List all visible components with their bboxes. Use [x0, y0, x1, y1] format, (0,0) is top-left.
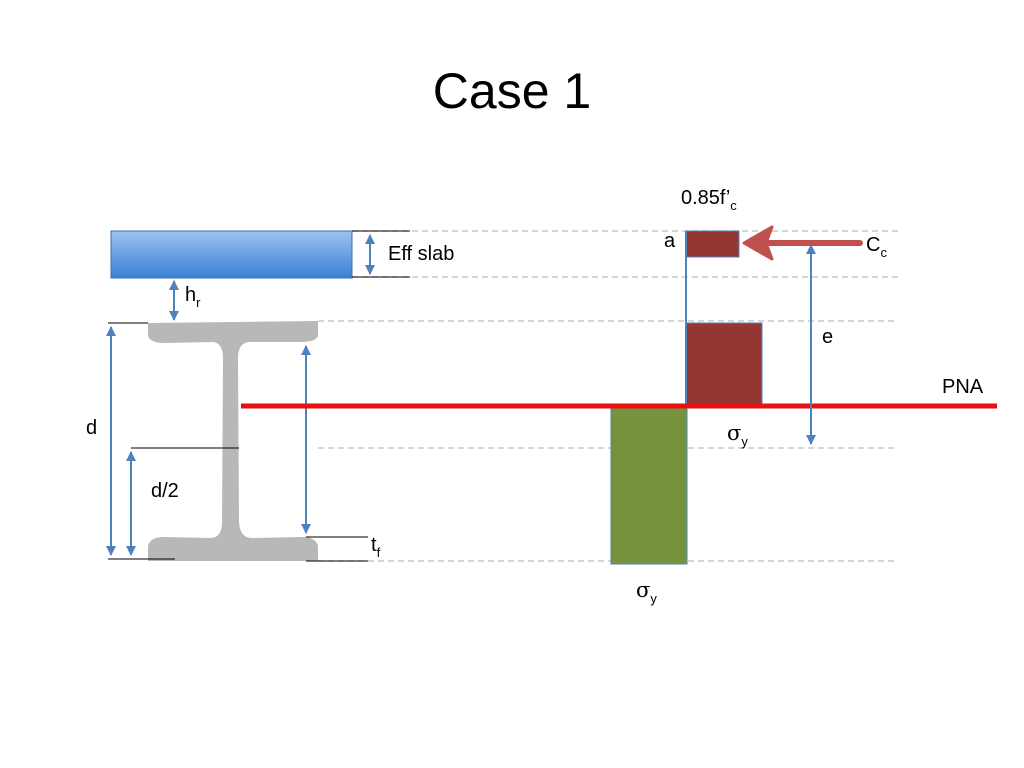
fc-label-prime: ’ — [725, 187, 731, 209]
sigma-upper-sub: y — [741, 434, 748, 449]
steel-compression-block — [685, 322, 763, 407]
cc-label-sub: c — [880, 245, 887, 260]
concrete-compression-block — [685, 230, 740, 258]
d-half-label: d/2 — [151, 480, 179, 502]
cc-force-arrow — [742, 225, 863, 261]
cc-label: Cc — [866, 234, 887, 259]
tf-label: tf — [371, 534, 380, 559]
effective-slab — [110, 230, 353, 279]
sigma-y-upper-label: σy — [727, 421, 748, 449]
a-label: a — [664, 230, 676, 252]
steel-i-beam — [148, 321, 318, 561]
cc-label-main: C — [866, 234, 881, 256]
sigma-upper-symbol: σ — [727, 421, 742, 445]
d-label: d — [86, 417, 98, 439]
fc-label: 0.85f’c — [681, 187, 737, 212]
sigma-lower-sub: y — [650, 591, 657, 606]
fc-label-sub: c — [730, 198, 737, 213]
sigma-y-lower-label: σy — [636, 578, 657, 606]
eff-slab-label: Eff slab — [388, 243, 455, 265]
tension-stress-block — [610, 405, 688, 565]
sigma-lower-symbol: σ — [636, 578, 651, 602]
e-label: e — [822, 326, 834, 348]
fc-label-main: 0.85f — [681, 187, 726, 209]
tf-label-main: t — [371, 534, 377, 556]
tf-label-sub: f — [376, 545, 381, 560]
hr-label-sub: r — [196, 295, 201, 310]
pna-label: PNA — [942, 376, 984, 398]
hr-label-main: h — [185, 284, 197, 306]
guide-lines — [318, 230, 898, 562]
hr-label: hr — [185, 284, 200, 309]
slide-title: Case 1 — [432, 63, 592, 119]
